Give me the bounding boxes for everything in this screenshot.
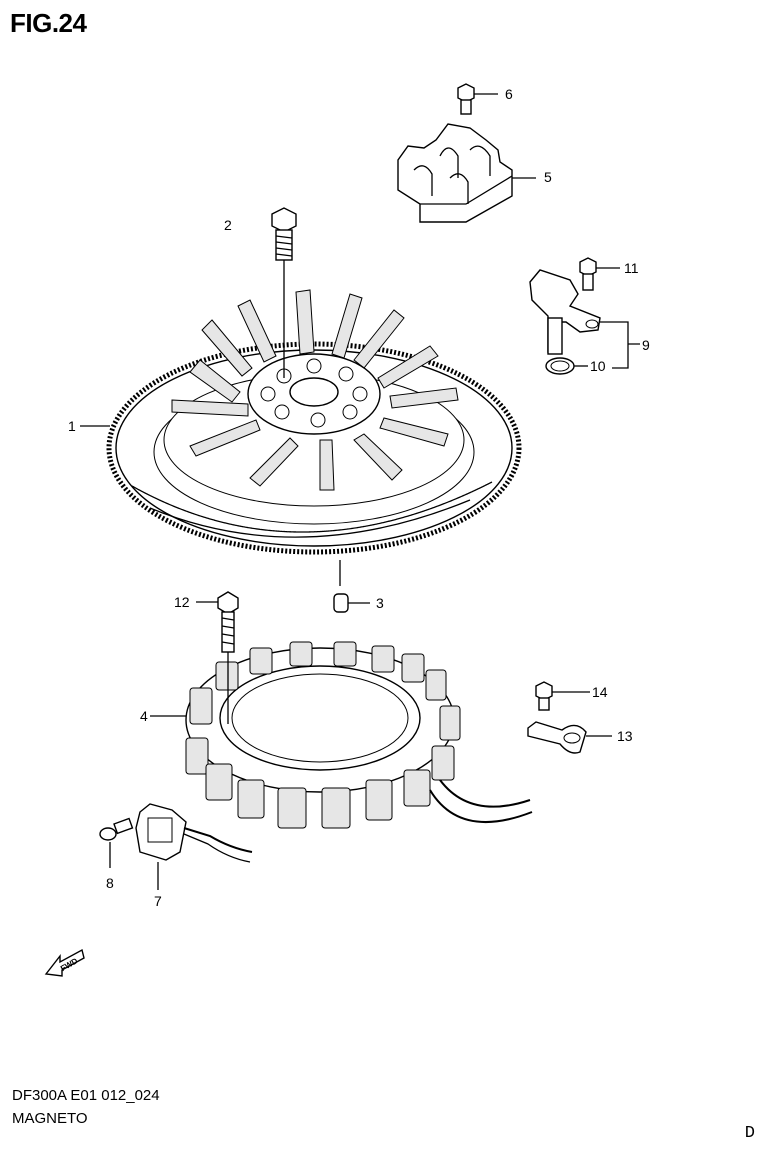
sensor-bolt-part[interactable] [579,257,620,291]
callout-4: 4 [140,708,148,724]
fwd-direction-arrow: FWD [44,948,85,977]
pulser-screw-part[interactable] [99,817,134,868]
callout-3: 3 [376,595,384,611]
stator-coils [185,641,461,829]
cable-holder-part[interactable] [397,123,536,223]
callout-14: 14 [592,684,608,700]
figure-title: FIG.24 [10,8,87,38]
flywheel-fins [171,289,459,491]
holder-bolt-part[interactable] [457,83,498,115]
flywheel-part[interactable] [106,289,522,555]
footer-section-name: MAGNETO [12,1110,88,1127]
callout-8: 8 [106,875,114,891]
stator-part[interactable] [150,641,533,829]
dowel-pin-part[interactable] [333,560,370,613]
callout-6: 6 [505,86,513,102]
pulser-coil-part[interactable] [135,803,253,890]
footer-model-code: DF300A E01 012_024 [12,1087,160,1104]
callout-10: 10 [590,358,606,374]
callout-1: 1 [68,418,76,434]
clamp-part[interactable] [527,721,612,754]
flywheel-bolt-part[interactable] [271,207,297,378]
stator-bolt-part[interactable] [196,591,239,724]
callout-9: 9 [642,337,650,353]
callout-12: 12 [174,594,190,610]
o-ring-part[interactable] [545,357,588,375]
callout-7: 7 [154,893,162,909]
callout-13: 13 [617,728,633,744]
callout-2: 2 [224,217,232,233]
crank-sensor-part[interactable] [529,269,640,369]
callout-5: 5 [544,169,552,185]
clamp-bolt-part[interactable] [535,681,590,711]
corner-mark: D [744,1124,755,1143]
callout-11: 11 [624,260,639,276]
